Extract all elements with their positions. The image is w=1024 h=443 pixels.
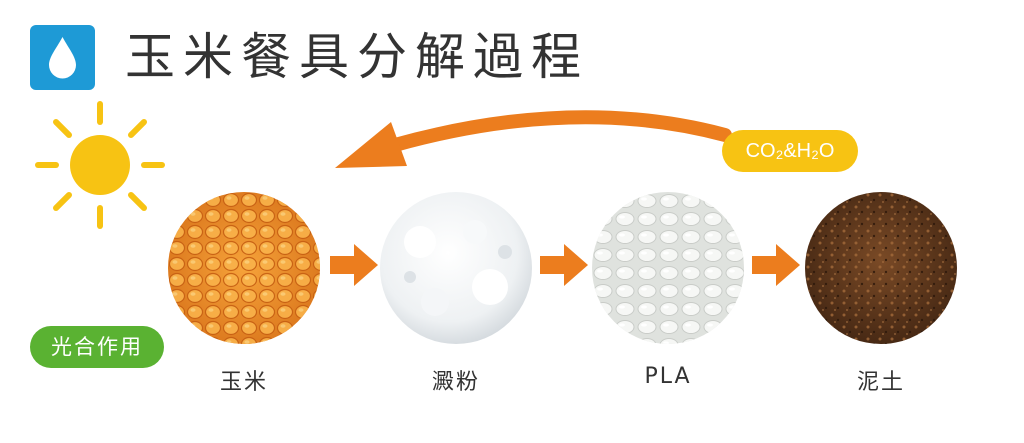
page-title: 玉米餐具分解過程	[125, 28, 589, 86]
flow-arrow-3	[752, 244, 800, 286]
sun-icon	[35, 101, 165, 229]
starch-image	[380, 192, 532, 344]
photosynthesis-badge: 光合作用	[30, 326, 164, 368]
co2-h2o-badge: CO₂&H₂O	[722, 130, 858, 172]
pla-pellets-image	[592, 192, 744, 344]
stage-label-starch: 澱粉	[431, 370, 480, 395]
flow-arrow-1	[330, 244, 378, 286]
water-drop-icon	[30, 25, 95, 90]
stage-label-corn: 玉米	[219, 370, 268, 395]
flow-arrow-2	[540, 244, 588, 286]
cycle-arrow	[335, 110, 732, 168]
corn-image	[168, 192, 320, 344]
stage-label-pla: PLA	[644, 364, 692, 389]
soil-image	[805, 192, 957, 344]
stage-label-soil: 泥土	[856, 370, 905, 395]
